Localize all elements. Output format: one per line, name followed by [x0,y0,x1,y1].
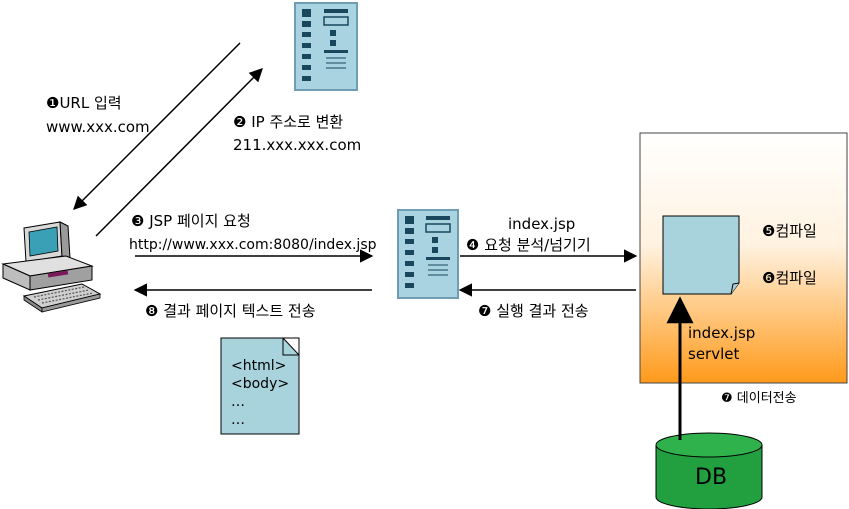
step3-url: http://www.xxx.com:8080/index.jsp [129,237,377,253]
step4-title: ❹ 요청 분석/넘기기 [466,236,591,254]
client-computer-icon [1,221,102,313]
step2-title: ❷ IP 주소로 변환 [233,113,344,131]
step5-label: ❺컴파일 [762,222,817,240]
step8-label: ❽ 결과 페이지 텍스트 전송 [145,302,316,320]
step6-label: ❻컴파일 [762,269,817,287]
step2-value: 211.xxx.xxx.com [233,136,362,154]
compiled-page-icon [662,215,740,295]
html-doc-line: <html> [231,358,287,374]
db-label: DB [695,465,728,490]
dns-server-icon [294,2,358,91]
db-cylinder [655,432,763,509]
servlet-label-line2: servlet [688,345,740,363]
arrow-ip-convert [95,68,263,237]
step3-title: ❸ JSP 페이지 요청 [131,212,251,230]
html-document-icon [220,337,300,435]
step7-data-label: ❼ 데이터전송 [721,391,797,406]
html-doc-line: <body> [231,376,290,392]
arrow-url-input [73,42,241,210]
html-doc-line: … [231,394,245,410]
step1-title: ❶URL 입력 [46,94,122,112]
step4-file: index.jsp [508,215,576,233]
servlet-label-line1: index.jsp [688,324,756,342]
step1-value: www.xxx.com [46,118,150,136]
web-server-icon [397,209,459,299]
html-doc-line: … [231,412,245,428]
step7-exec-label: ❼ 실행 결과 전송 [478,302,589,320]
